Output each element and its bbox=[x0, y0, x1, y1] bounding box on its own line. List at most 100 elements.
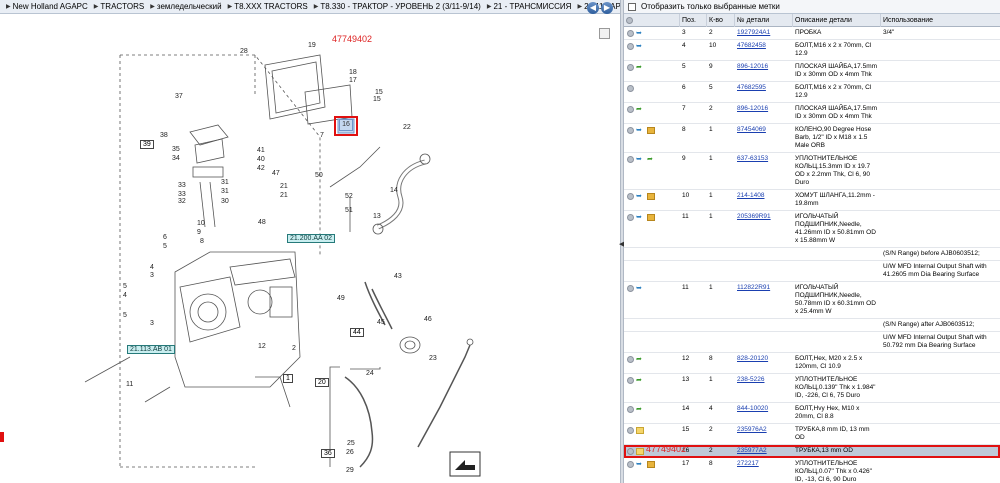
info-icon[interactable] bbox=[627, 127, 634, 134]
info-icon[interactable] bbox=[627, 43, 634, 50]
info-icon[interactable] bbox=[627, 356, 634, 363]
part-number-link[interactable]: 205369R91 bbox=[737, 213, 771, 220]
part-number-link[interactable]: 1927924A1 bbox=[737, 29, 771, 36]
callout[interactable]: 31 bbox=[221, 179, 229, 186]
part-number-link[interactable]: 47682595 bbox=[737, 84, 766, 91]
callout[interactable]: 4 bbox=[123, 292, 127, 299]
info-icon[interactable] bbox=[627, 427, 634, 434]
link-arrow-icon[interactable]: ➥ bbox=[636, 285, 642, 292]
callout[interactable]: 31 bbox=[221, 188, 229, 195]
callout[interactable]: 28 bbox=[240, 48, 248, 55]
breadcrumb-item[interactable]: T8.330 - ТРАКТОР - УРОВЕНЬ 2 (3/11-9/14) bbox=[320, 2, 481, 11]
breadcrumb-item[interactable]: 21 - ТРАНСМИССИЯ bbox=[493, 2, 572, 11]
info-icon[interactable] bbox=[627, 285, 634, 292]
callout[interactable]: 46 bbox=[424, 316, 432, 323]
link-arrow-icon[interactable]: ➥ bbox=[636, 30, 642, 37]
part-number-link[interactable]: 828-20120 bbox=[737, 355, 769, 362]
link-arrow-icon[interactable]: ➥ bbox=[636, 214, 642, 221]
callout[interactable]: 24 bbox=[366, 370, 374, 377]
replace-arrow-icon[interactable]: ➦ bbox=[636, 377, 642, 384]
callout[interactable]: 50 bbox=[315, 172, 323, 179]
callout[interactable]: 42 bbox=[257, 165, 265, 172]
callout[interactable]: 37 bbox=[175, 93, 183, 100]
replace-arrow-icon[interactable]: ➦ bbox=[647, 156, 653, 163]
breadcrumb-item[interactable]: T8.XXX TRACTORS bbox=[234, 2, 308, 11]
callout[interactable]: 14 bbox=[390, 187, 398, 194]
callout[interactable]: 5 bbox=[123, 312, 127, 319]
info-icon[interactable] bbox=[627, 193, 634, 200]
select-all-icon[interactable] bbox=[626, 16, 633, 24]
forward-arrow-icon[interactable]: ▶ bbox=[601, 2, 613, 14]
info-icon[interactable] bbox=[627, 85, 634, 92]
callout[interactable]: 33 bbox=[178, 191, 186, 198]
package-icon[interactable] bbox=[647, 461, 655, 468]
part-number-link[interactable]: 238-5226 bbox=[737, 376, 765, 383]
info-icon[interactable] bbox=[627, 377, 634, 384]
part-number-link[interactable]: 844-10020 bbox=[737, 405, 769, 412]
replace-arrow-icon[interactable]: ➦ bbox=[636, 64, 642, 71]
part-number-link[interactable]: 112822R91 bbox=[737, 284, 771, 291]
callout[interactable]: 10 bbox=[197, 220, 205, 227]
callout[interactable]: 34 bbox=[172, 155, 180, 162]
part-number-link[interactable]: 896-12016 bbox=[737, 63, 769, 70]
link-arrow-icon[interactable]: ➥ bbox=[636, 127, 642, 134]
callout[interactable]: 33 bbox=[178, 182, 186, 189]
link-arrow-icon[interactable]: ➥ bbox=[636, 156, 642, 163]
callout[interactable]: 43 bbox=[394, 273, 402, 280]
info-icon[interactable] bbox=[627, 448, 634, 455]
part-number-link[interactable]: 235976A2 bbox=[737, 426, 767, 433]
part-number-link[interactable]: 214-1408 bbox=[737, 192, 765, 199]
callout[interactable]: 21 bbox=[280, 183, 288, 190]
col-header-part[interactable]: № детали bbox=[735, 13, 793, 27]
package-icon[interactable] bbox=[647, 127, 655, 134]
callout[interactable]: 52 bbox=[345, 193, 353, 200]
callout[interactable]: 45 bbox=[377, 319, 385, 326]
info-icon[interactable] bbox=[627, 30, 634, 37]
info-icon[interactable] bbox=[627, 214, 634, 221]
part-number-link[interactable]: 47682458 bbox=[737, 42, 766, 49]
callout[interactable]: 19 bbox=[308, 42, 316, 49]
callout[interactable]: 38 bbox=[160, 132, 168, 139]
callout[interactable]: 11 bbox=[126, 381, 134, 388]
col-header-qty[interactable]: К-во bbox=[707, 13, 735, 27]
ref-box[interactable]: 39 bbox=[140, 140, 154, 149]
replace-arrow-icon[interactable]: ➦ bbox=[636, 356, 642, 363]
callout[interactable]: 6 bbox=[163, 234, 167, 241]
part-number-link[interactable]: 896-12016 bbox=[737, 105, 769, 112]
callout[interactable]: 15 bbox=[373, 96, 381, 103]
ref-box[interactable]: 20 bbox=[315, 378, 329, 387]
collapse-arrow-icon[interactable]: ◀ bbox=[619, 241, 625, 248]
selected-callout[interactable]: 16 bbox=[339, 119, 353, 131]
part-number-link[interactable]: 637-63153 bbox=[737, 155, 769, 162]
package-icon[interactable] bbox=[647, 193, 655, 200]
info-icon[interactable] bbox=[627, 461, 634, 468]
breadcrumb-item[interactable]: New Holland AGAPC bbox=[12, 2, 88, 11]
callout[interactable]: 9 bbox=[197, 229, 201, 236]
part-number-link[interactable]: 272217 bbox=[737, 460, 759, 467]
callout[interactable]: 12 bbox=[258, 343, 266, 350]
ref-box[interactable]: 44 bbox=[350, 328, 364, 337]
part-number-link[interactable]: 87454069 bbox=[737, 126, 766, 133]
replace-arrow-icon[interactable]: ➦ bbox=[636, 406, 642, 413]
callout[interactable]: 4 bbox=[150, 264, 154, 271]
note-icon[interactable] bbox=[636, 448, 644, 455]
show-selected-checkbox[interactable] bbox=[628, 2, 636, 11]
callout[interactable]: 15 bbox=[375, 89, 383, 96]
package-icon[interactable] bbox=[647, 214, 655, 221]
callout[interactable]: 23 bbox=[429, 355, 437, 362]
callout[interactable]: 5 bbox=[163, 243, 167, 250]
callout[interactable]: 41 bbox=[257, 147, 265, 154]
callout[interactable]: 26 bbox=[346, 449, 354, 456]
callout[interactable]: 40 bbox=[257, 156, 265, 163]
callout[interactable]: 48 bbox=[258, 219, 266, 226]
